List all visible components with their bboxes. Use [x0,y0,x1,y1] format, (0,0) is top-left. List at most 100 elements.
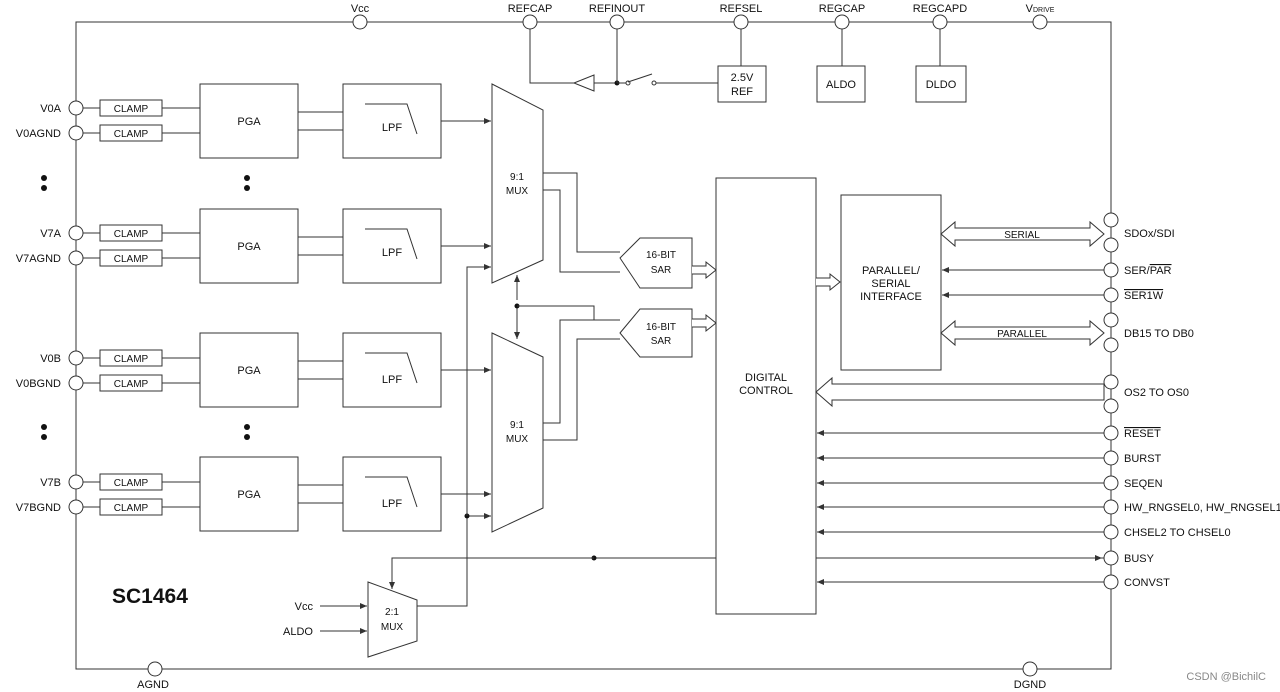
digital-to-interface-arrow [816,272,841,292]
refcap-pin-label: REFCAP [508,3,553,15]
lpf-label: LPF [382,374,402,386]
aldo-label: ALDO [826,79,856,91]
burst-label: BURST [1124,453,1162,465]
serial-bus-label: SERIAL [1004,230,1040,241]
sar-b-out-arrow [692,313,717,333]
ser-part: SER/ [1124,265,1151,277]
mux2-label-1: 2:1 [385,607,399,618]
par-bar-part: PAR [1150,265,1172,277]
v7a-label: V7A [40,228,61,240]
clamp-label: CLAMP [114,354,149,365]
mux-a-label-2: MUX [506,186,529,197]
interface-label-1: PARALLEL/ [862,265,921,277]
os-label: OS2 TO OS0 [1124,387,1189,399]
chip-name: SC1464 [112,585,188,608]
interface-label-3: INTERFACE [860,291,922,303]
vdrive-pin-label: VDRIVE [1026,3,1055,15]
sar-b: 16-BIT SAR [619,308,693,358]
v7bgnd-label: V7BGND [16,502,61,514]
top-pin-regcap: REGCAP [819,3,865,30]
sar-a: 16-BIT SAR [619,237,693,289]
pga-label: PGA [237,241,261,253]
mux-a-label-1: 9:1 [510,172,524,183]
top-pin-vdrive: VDRIVE [1026,3,1055,30]
mux-b-out-2 [543,338,620,441]
os-bus-arrow [815,376,1105,408]
mux-b-out-1 [543,319,620,424]
parallel-bus-label: PARALLEL [997,329,1047,340]
mux2-label-2: MUX [381,622,404,633]
busy-label: BUSY [1124,553,1155,565]
sar-a-out-arrow [692,260,717,280]
watermark: CSDN @BichilC [1186,671,1266,683]
mux-a: 9:1 MUX [491,83,544,284]
convst-label: CONVST [1124,577,1170,589]
vdrive-main: V [1026,3,1034,15]
digital-label-1: DIGITAL [745,372,787,384]
v0bgnd-label: V0BGND [16,378,61,390]
clamp-label: CLAMP [114,379,149,390]
top-pin-vcc: Vcc [351,3,370,30]
ref-buffer-triangle [572,74,595,92]
switch-lever [627,73,653,83]
channel-v7b: V7B V7BGND CLAMP CLAMP PGA LPF [16,456,491,532]
v0agnd-label: V0AGND [16,128,61,140]
pga-label: PGA [237,116,261,128]
mux2-to-mux-a [466,264,491,516]
sar-b-ref-wire [517,305,620,321]
v7b-label: V7B [40,477,61,489]
v0b-label: V0B [40,353,61,365]
channel-v0a: V0A V0AGND CLAMP CLAMP PGA LPF [16,83,491,159]
interface-block: PARALLEL/ SERIAL INTERFACE [840,194,942,371]
interface-label-2: SERIAL [871,278,910,290]
sar-a-label-1: 16-BIT [646,250,676,261]
ref-label-1: 2.5V [731,72,754,84]
top-pin-refinout: REFINOUT [589,3,646,30]
pga-label: PGA [237,365,261,377]
clamp-label: CLAMP [114,104,149,115]
refinout-pin-label: REFINOUT [589,3,646,15]
top-pin-regcapd: REGCAPD [913,3,967,30]
clamp-label: CLAMP [114,229,149,240]
hw-rngsel-label: HW_RNGSEL0, HW_RNGSEL1 [1124,502,1280,514]
aldo-block: ALDO [816,65,866,103]
dldo-label: DLDO [926,79,957,91]
ser1w-label: SER1W [1124,290,1164,302]
mux-2to1: 2:1 MUX [367,581,418,658]
v7agnd-label: V7AGND [16,253,61,265]
mux-b-label-1: 9:1 [510,420,524,431]
vdrive-sub: DRIVE [1033,7,1055,14]
agnd-label: AGND [137,679,169,691]
bottom-pin-dgnd: DGND [1014,661,1046,691]
clamp-label: CLAMP [114,129,149,140]
busy-to-mux2-wire [389,557,594,589]
serial-bus: SERIAL [940,220,1105,248]
vcc-pin-label: Vcc [351,3,370,15]
reset-label: RESET [1124,428,1161,440]
channel-v7a: V7A V7AGND CLAMP CLAMP PGA LPF [16,208,491,284]
ellipsis-dots [41,175,250,440]
chsel-label: CHSEL2 TO CHSEL0 [1124,527,1231,539]
top-pin-refsel: REFSEL [720,3,762,30]
clamp-label: CLAMP [114,254,149,265]
mux2-aldo-label: ALDO [283,626,313,638]
mux-b: 9:1 MUX [491,332,544,533]
db-label: DB15 TO DB0 [1124,328,1194,340]
parallel-bus: PARALLEL [940,319,1105,347]
dldo-block: DLDO [915,65,967,103]
sar-a-label-2: SAR [651,265,672,276]
bottom-pin-agnd: AGND [137,661,169,691]
seqen-label: SEQEN [1124,478,1163,490]
right-pins [1103,212,1119,590]
clamp-label: CLAMP [114,503,149,514]
digital-label-2: CONTROL [739,385,793,397]
mux-a-out-2 [543,189,620,273]
lpf-label: LPF [382,498,402,510]
ser-par-label: SER/PAR [1124,265,1172,277]
top-pin-refcap: REFCAP [508,3,553,30]
clamp-label: CLAMP [114,478,149,489]
mux-b-label-2: MUX [506,434,529,445]
mux2-output-wire [417,516,468,607]
ref-block: 2.5V REF [717,65,767,103]
